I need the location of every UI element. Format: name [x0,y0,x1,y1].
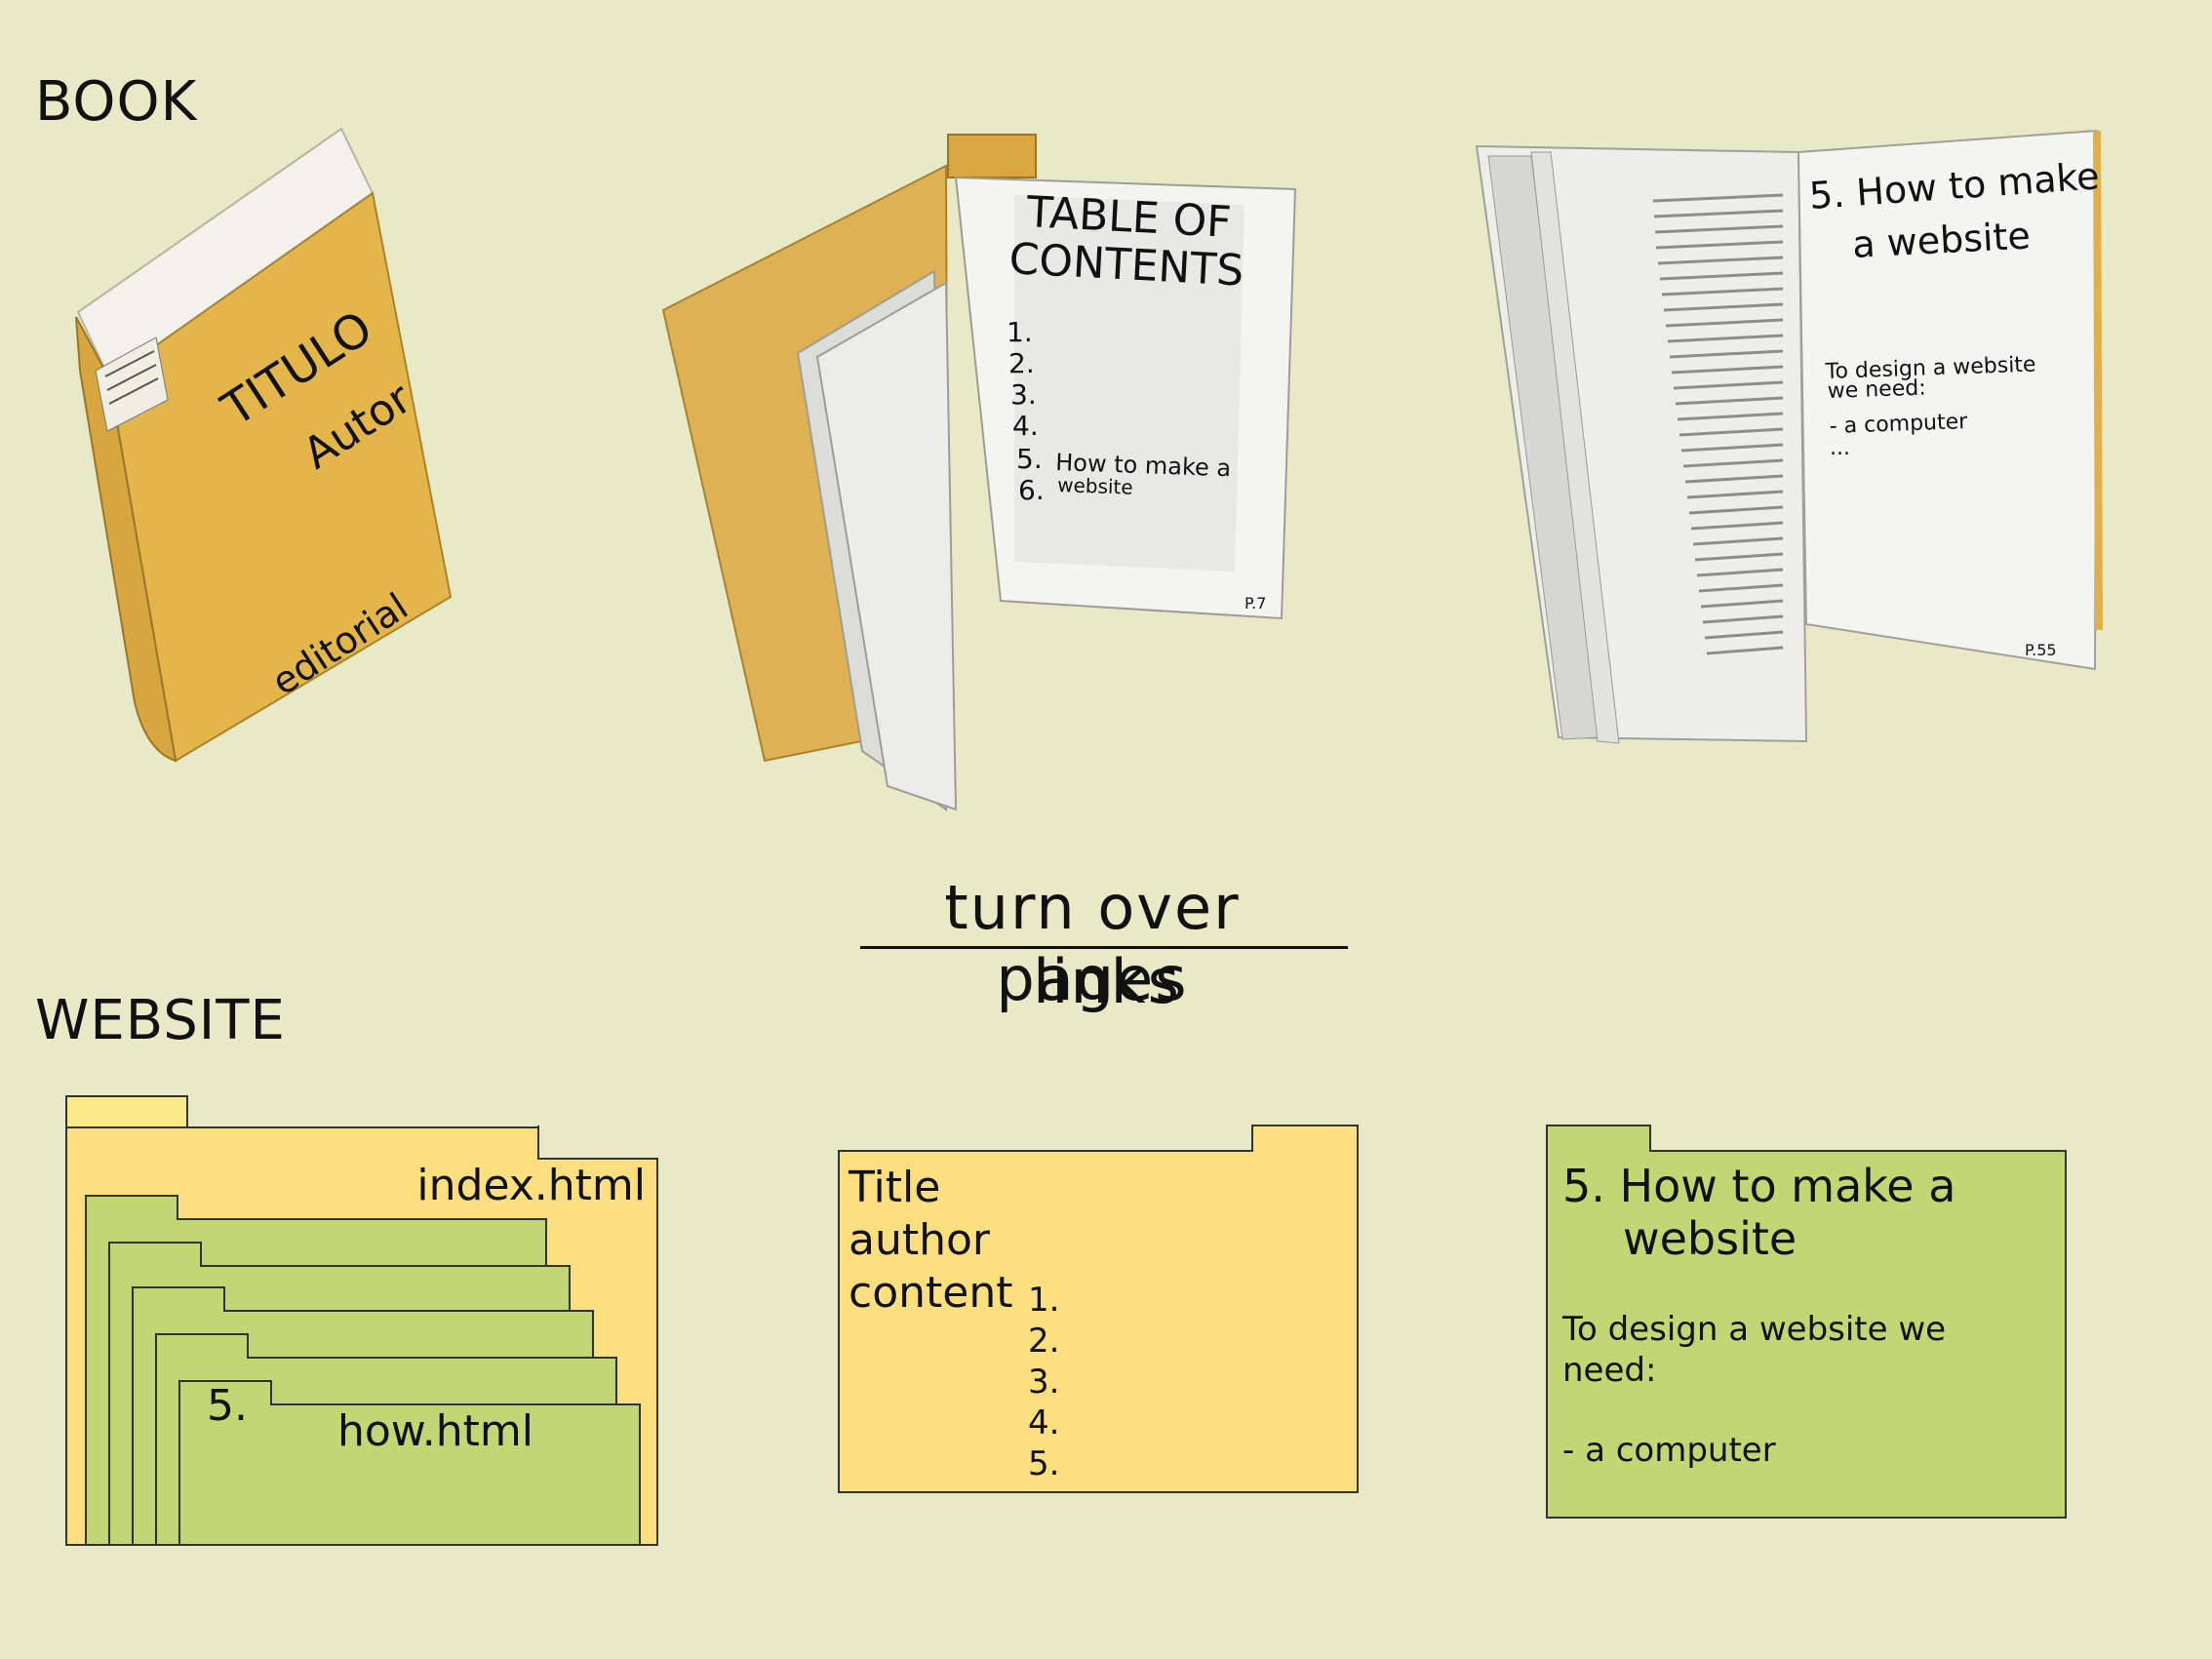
index-item-2: 2. [1028,1322,1059,1361]
nested-number-label: 5. [207,1381,248,1431]
how-bullet: - a computer [1562,1431,1776,1470]
website-heading: WEBSITE [35,989,286,1052]
chapter-body-line2: we need: [1827,375,1926,404]
site-folder: index.html 5. how.html [65,1095,658,1546]
toc-heading-line2: CONTENTS [1007,234,1244,296]
index-item-3: 3. [1028,1363,1059,1402]
how-heading-line1: 5. How to make a [1562,1160,1955,1212]
toc-item-5-text-line1: How to make a [1055,449,1232,482]
toc-item-3: 3. [1010,378,1037,411]
chapter-ellipsis: ... [1830,436,1850,460]
index-html-label: index.html [416,1161,646,1210]
index-content: content [849,1268,1012,1318]
toc-item-6: 6. [1018,474,1045,506]
toc-item-2: 2. [1008,347,1035,379]
how-page: 5. How to make a website To design a web… [1546,1125,2067,1519]
toc-item-4: 4. [1012,410,1039,442]
relation-book-label: turn over pages [944,872,1241,1014]
toc-page-number: P.7 [1244,594,1266,612]
how-body-line2: need: [1562,1351,1656,1390]
how-heading-line2: website [1623,1212,1797,1265]
closed-book: TITULO Autor editorial [75,127,453,763]
how-body-line1: To design a website we [1561,1310,1946,1349]
relation-divider [860,946,1348,949]
book-heading: BOOK [35,70,198,134]
index-title: Title [848,1163,940,1212]
relation-website-label: links [1033,946,1181,1017]
toc-heading-line1: TABLE OF [1024,187,1232,248]
chapter-heading-line2: a website [1851,214,2032,265]
toc-item-5-text-line2: website [1057,473,1133,499]
index-item-5: 5. [1028,1444,1059,1483]
index-page: Title author content 1. 2. 3. 4. 5. [838,1125,1359,1493]
index-item-4: 4. [1028,1403,1059,1442]
how-html-label: how.html [337,1406,533,1456]
book-table-of-contents: TABLE OF CONTENTS 1. 2. 3. 4. 5. 6. How … [661,134,1297,811]
nested-page-how [178,1380,641,1546]
book-chapter-page: 5. How to make a website To design a web… [1475,129,2103,744]
toc-item-1: 1. [1007,316,1033,348]
index-author: author [849,1215,991,1265]
chapter-page-number: P.55 [2025,641,2057,659]
index-item-1: 1. [1028,1281,1059,1320]
toc-item-5: 5. [1016,443,1043,475]
left-page-text-block [1652,193,1784,655]
chapter-bullet: - a computer [1829,410,1968,439]
